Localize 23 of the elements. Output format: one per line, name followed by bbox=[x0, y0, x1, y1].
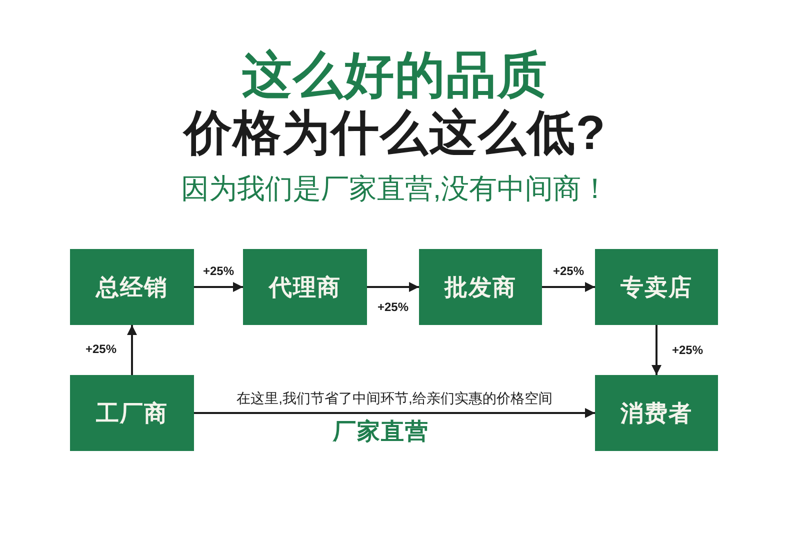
arrow bbox=[367, 282, 419, 292]
heading: 价格为什么这么低? bbox=[184, 108, 606, 161]
arrow bbox=[652, 325, 662, 375]
arrow bbox=[194, 408, 595, 418]
box-label: 总经销 bbox=[96, 272, 168, 302]
box-label: 消费者 bbox=[620, 398, 692, 428]
stage-box bbox=[70, 375, 194, 451]
arrow bbox=[542, 282, 595, 292]
edge-label: 在这里,我们节省了中间环节,给亲们实惠的价格空间 bbox=[234, 390, 554, 406]
caption-text: 厂家直营 bbox=[333, 419, 429, 444]
arrow bbox=[127, 325, 137, 375]
arrow bbox=[194, 282, 243, 292]
title: 这么好的品质 bbox=[241, 50, 549, 100]
box-label: 工厂商 bbox=[96, 398, 168, 428]
stage-box bbox=[419, 249, 542, 325]
box-label: 代理商 bbox=[269, 272, 341, 302]
box-label: 专卖店 bbox=[620, 272, 692, 302]
box-label: 批发商 bbox=[444, 272, 516, 302]
stage-box bbox=[595, 375, 718, 451]
stage-box bbox=[595, 249, 718, 325]
subheading: 因为我们是厂家直营,没有中间商！ bbox=[181, 174, 609, 205]
stage-box bbox=[243, 249, 367, 325]
stage-box bbox=[70, 249, 194, 325]
